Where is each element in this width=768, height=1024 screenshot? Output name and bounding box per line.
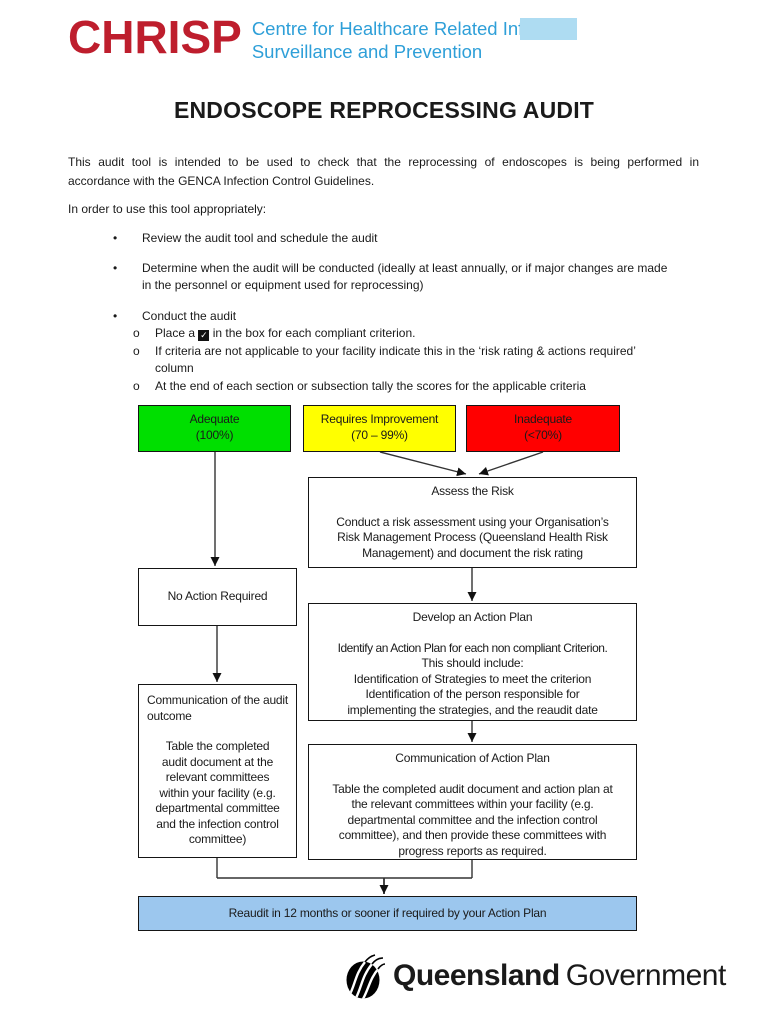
usage-lead: In order to use this tool appropriately: xyxy=(68,202,267,216)
sub-list-item-text: Place a ✓ in the box for each compliant … xyxy=(155,326,416,341)
bullet-marker: • xyxy=(113,231,118,245)
sub-bullet-marker: o xyxy=(133,378,140,393)
sub-list-item-text: At the end of each section or subsection… xyxy=(155,378,586,393)
queensland-government-logo: Queensland Government xyxy=(342,951,726,1001)
chrisp-logo: CHRISP Centre for Healthcare Related Inf… xyxy=(68,11,577,63)
legend-adequate: Adequate (100%) xyxy=(138,405,291,452)
list-item-text: Review the audit tool and schedule the a… xyxy=(142,231,378,245)
no-action-required-box: No Action Required xyxy=(138,568,297,626)
logo-accent-mark xyxy=(520,18,577,40)
list-item: • Determine when the audit will be condu… xyxy=(68,260,728,295)
page-title: ENDOSCOPE REPROCESSING AUDIT xyxy=(173,97,595,123)
reaudit-bar: Reaudit in 12 months or sooner if requir… xyxy=(138,896,637,931)
bullet-marker: • xyxy=(113,308,118,323)
sub-list-item-text: If criteria are not applicable to your f… xyxy=(155,343,636,376)
tagline-line1: Centre for Healthcare Related Infection xyxy=(251,18,573,39)
intro-paragraph: This audit tool is intended to be used t… xyxy=(68,153,699,191)
checked-checkbox-icon: ✓ xyxy=(198,330,210,341)
list-item-text: Conduct the audit xyxy=(142,308,237,323)
sub-list-item: o If criteria are not applicable to your… xyxy=(68,343,728,378)
flowchart: Adequate (100%) Requires Improvement (70… xyxy=(0,400,768,965)
intro-line1: This audit tool is intended to be used t… xyxy=(68,155,699,169)
bullet-marker: • xyxy=(113,260,118,275)
sub-bullet-marker: o xyxy=(133,326,140,340)
box-title: Develop an Action Plan xyxy=(412,610,533,624)
flowchart-connectors xyxy=(210,451,544,894)
legend-inadequate: Inadequate (<70%) xyxy=(466,405,620,452)
box-title: Communication of Action Plan xyxy=(395,751,550,765)
tagline-line2: Surveillance and Prevention xyxy=(251,41,483,62)
chrisp-tagline: Centre for Healthcare Related Infection … xyxy=(252,17,573,63)
instruction-list: • Review the audit tool and schedule the… xyxy=(68,230,728,395)
legend-requires-improvement: Requires Improvement (70 – 99%) xyxy=(303,405,456,452)
sub-list-item: o At the end of each section or subsecti… xyxy=(68,378,728,396)
sub-bullet-marker: o xyxy=(133,343,140,358)
communication-action-plan-box: Communication of Action Plan Table the c… xyxy=(308,744,637,860)
list-item-text: Determine when the audit will be conduct… xyxy=(142,260,668,293)
chrisp-wordmark: CHRISP xyxy=(68,11,242,63)
government-wordmark: Government xyxy=(565,959,727,992)
box-title: Assess the Risk xyxy=(431,484,514,498)
develop-action-plan-box: Develop an Action Plan Identify an Actio… xyxy=(308,603,637,721)
communication-audit-outcome-box: Communication of the audit outcome Table… xyxy=(138,684,297,858)
queensland-crest-icon xyxy=(346,954,386,999)
intro-line2: accordance with the GENCA Infection Cont… xyxy=(68,174,375,188)
list-item: • Review the audit tool and schedule the… xyxy=(68,230,728,248)
sub-list-item: o Place a ✓ in the box for each complian… xyxy=(68,325,728,343)
assess-risk-box: Assess the Risk Conduct a risk assessmen… xyxy=(308,477,637,568)
queensland-wordmark: Queensland xyxy=(393,959,560,992)
box-title: Communication of the audit outcome xyxy=(147,693,288,723)
list-item: • Conduct the audit xyxy=(68,308,728,326)
